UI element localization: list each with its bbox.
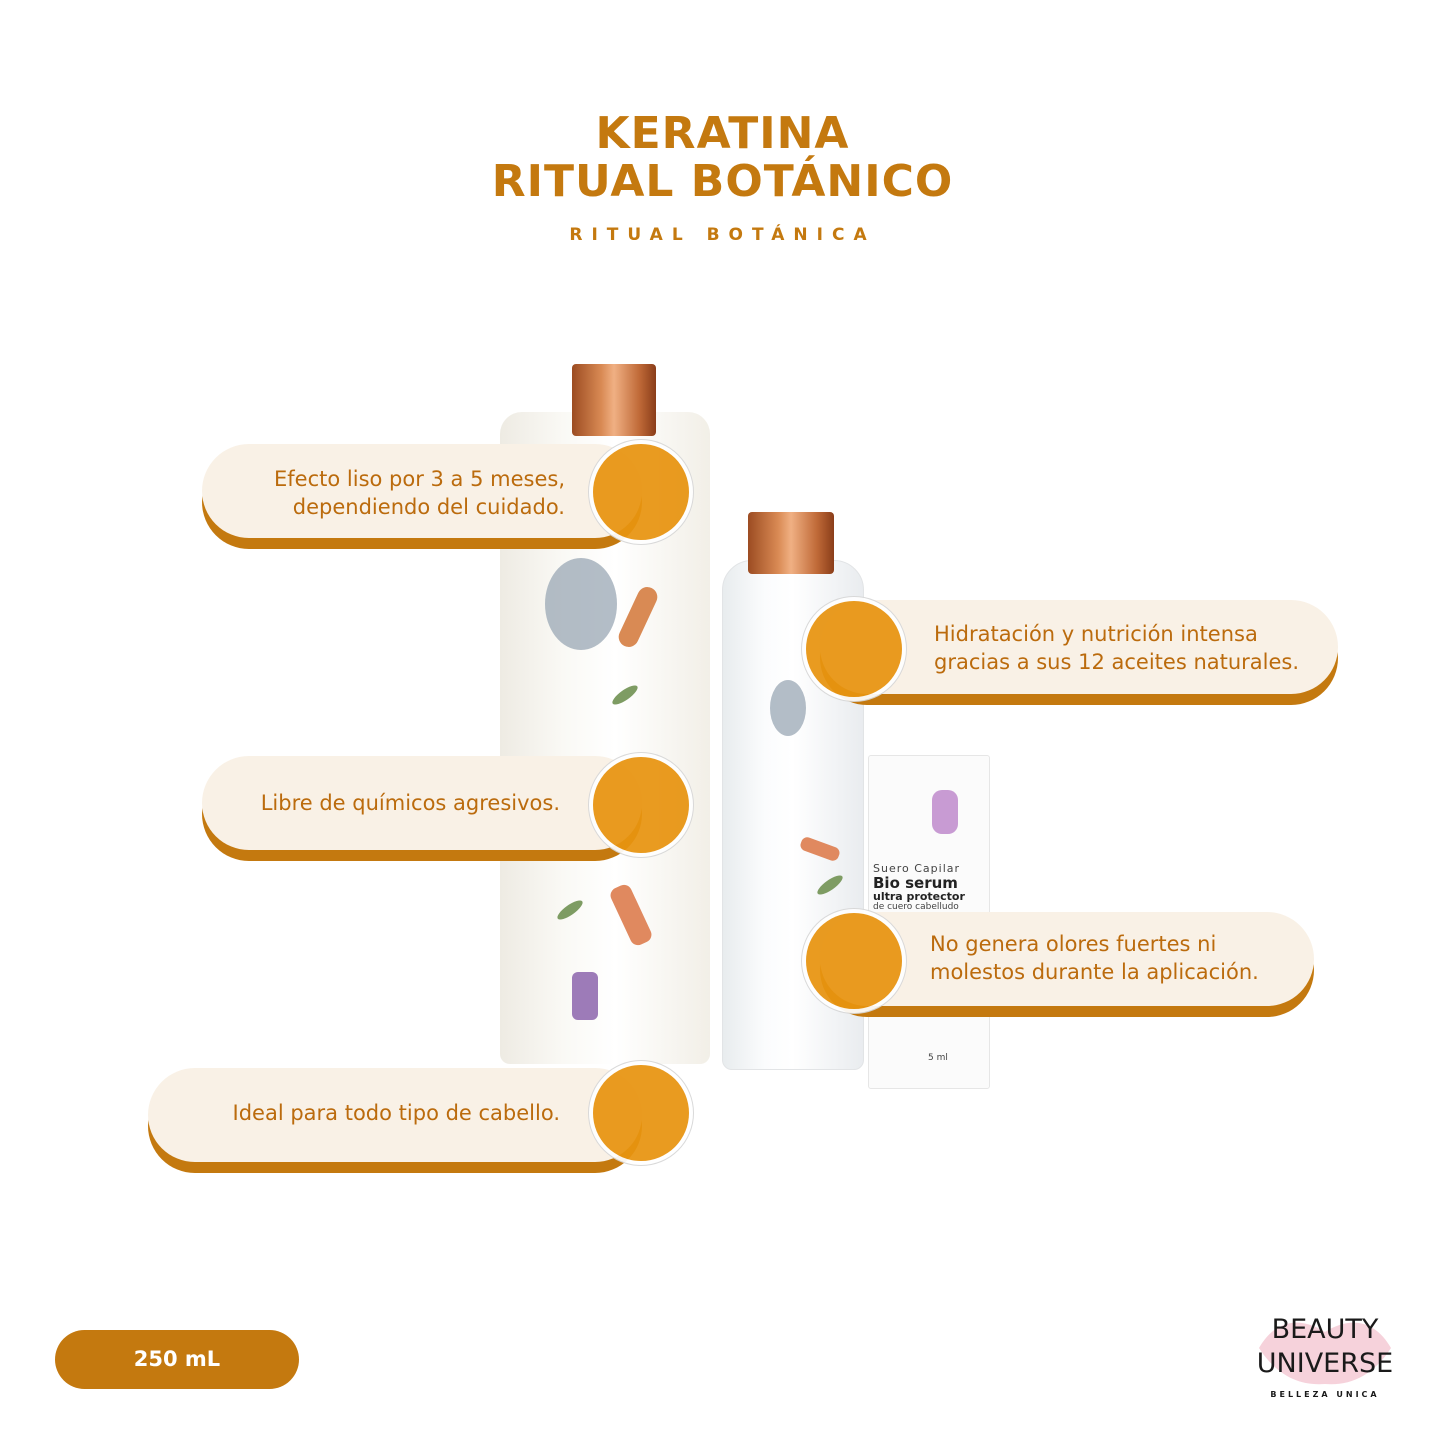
fairy-illustration: [932, 790, 958, 834]
feature-2-bullet: [806, 601, 902, 697]
logo-line-1: BEAUTY: [1271, 1314, 1379, 1345]
feature-3-bullet: [593, 757, 689, 853]
logo-tagline: BELLEZA UNICA: [1270, 1390, 1380, 1399]
hologram-sticker: [545, 558, 617, 650]
tint-brush-illustration: [572, 972, 598, 1020]
logo-line-2: UNIVERSE: [1256, 1348, 1394, 1379]
feature-5-text: Ideal para todo tipo de cabello.: [232, 1101, 560, 1125]
feature-2-text: Hidratación y nutrición intensa gracias …: [934, 622, 1300, 674]
feature-5-bullet: [593, 1065, 689, 1161]
title-line-1: KERATINA: [595, 108, 850, 159]
feature-3-text: Libre de químicos agresivos.: [260, 791, 560, 815]
sachet-line-2: Bio serum: [873, 874, 958, 892]
sachet-line-1: Suero Capilar: [873, 862, 961, 875]
feature-4-text: No genera olores fuertes ni molestos dur…: [930, 932, 1259, 984]
lips-icon: [1259, 1322, 1391, 1385]
sachet-line-3: ultra protector: [873, 890, 965, 903]
title-line-2: RITUAL BOTÁNICO: [491, 156, 954, 207]
feature-4-bullet: [806, 913, 902, 1009]
size-badge: 250 mL: [55, 1330, 299, 1389]
sachet-line-4: de cuero cabelludo: [873, 902, 959, 912]
brand-subtitle: RITUAL BOTÁNICA: [569, 225, 876, 245]
feature-1-text: Efecto liso por 3 a 5 meses, dependiendo…: [274, 467, 565, 519]
sachet-volume: 5 ml: [928, 1053, 948, 1063]
hologram-sticker: [770, 680, 806, 736]
large-bottle-cap: [572, 364, 656, 436]
small-bottle-cap: [748, 512, 834, 574]
feature-1-bullet: [593, 444, 689, 540]
